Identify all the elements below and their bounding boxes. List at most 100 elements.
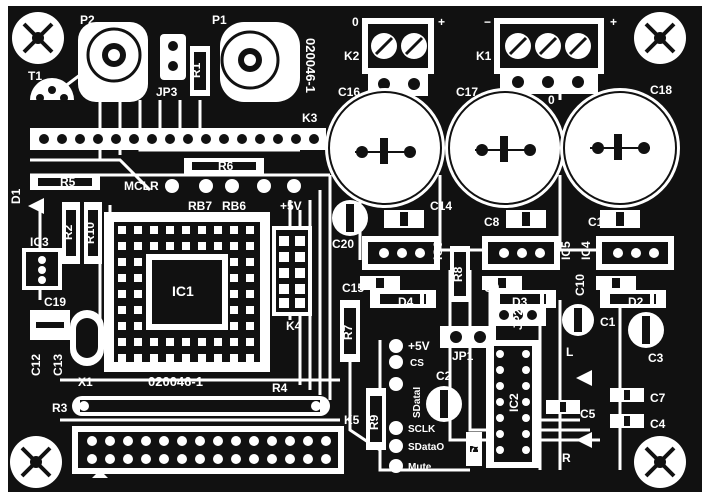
label-r7: R7 bbox=[341, 324, 355, 340]
ic1-pad bbox=[230, 306, 238, 314]
ic1-pad bbox=[166, 242, 174, 250]
label-c7: C7 bbox=[650, 391, 666, 405]
ic1-pad bbox=[246, 274, 254, 282]
ic1-pad bbox=[214, 354, 222, 362]
ic1-pad bbox=[198, 338, 206, 346]
ic5-regulator bbox=[482, 236, 560, 270]
label-c20: C20 bbox=[332, 237, 354, 251]
ic1-pad bbox=[118, 306, 126, 314]
label-mute: Mute bbox=[408, 462, 432, 473]
ic1-pad bbox=[214, 338, 222, 346]
ic1-pad bbox=[118, 338, 126, 346]
label-mclr: MCLR bbox=[124, 179, 159, 193]
ic1-pad bbox=[230, 258, 238, 266]
ic1-pad bbox=[118, 242, 126, 250]
label-channel-l: L bbox=[566, 345, 573, 359]
label-k4: K4 bbox=[286, 319, 302, 333]
label-r2: R2 bbox=[61, 224, 75, 240]
c1-capacitor bbox=[562, 304, 594, 336]
k1-terminal-block bbox=[494, 18, 604, 94]
ic1-pad bbox=[230, 226, 238, 234]
label-k2: K2 bbox=[344, 49, 360, 63]
label-c18: C18 bbox=[650, 83, 672, 97]
ic1-pad bbox=[150, 226, 158, 234]
ic1-pad bbox=[230, 354, 238, 362]
label-5v-top: +5V bbox=[280, 199, 302, 213]
label-c1: C1 bbox=[600, 315, 616, 329]
label-c5: C5 bbox=[580, 407, 596, 421]
ic1-pad bbox=[214, 226, 222, 234]
ic1-pad bbox=[150, 338, 158, 346]
ic1-pad bbox=[230, 338, 238, 346]
ic1-pad bbox=[182, 226, 190, 234]
c18-capacitor bbox=[560, 88, 680, 208]
label-c15: C15 bbox=[342, 281, 364, 295]
ic1-pad bbox=[246, 338, 254, 346]
label-c19: C19 bbox=[44, 295, 66, 309]
label-c2: C2 bbox=[436, 369, 452, 383]
x1-crystal bbox=[70, 310, 104, 366]
label-k5: K5 bbox=[344, 413, 360, 427]
label-jp2: JP2 bbox=[511, 308, 525, 330]
label-k2-minus: 0 bbox=[352, 15, 359, 29]
ic1-pad bbox=[182, 354, 190, 362]
ic1-pad bbox=[134, 274, 142, 282]
label-d4: D4 bbox=[398, 295, 414, 309]
ic1-pad bbox=[134, 226, 142, 234]
label-c4: C4 bbox=[650, 417, 666, 431]
label-r5: R5 bbox=[60, 175, 76, 189]
label-c11: C11 bbox=[588, 215, 610, 229]
label-channel-r: R bbox=[562, 451, 571, 465]
d4-diode bbox=[370, 290, 436, 308]
k2-terminal-block bbox=[362, 18, 434, 96]
label-ic5: IC5 bbox=[559, 241, 573, 260]
c17-capacitor bbox=[445, 88, 565, 208]
label-r10: R10 bbox=[83, 222, 97, 244]
label-r8: R8 bbox=[451, 266, 465, 282]
ic1-socket bbox=[104, 212, 270, 372]
label-r4: R4 bbox=[272, 381, 288, 395]
ic1-pad bbox=[166, 226, 174, 234]
ic1-pad bbox=[246, 242, 254, 250]
ic1-pad bbox=[246, 290, 254, 298]
ic3-regulator bbox=[22, 248, 62, 290]
ic1-pad bbox=[134, 338, 142, 346]
ic1-pad bbox=[134, 354, 142, 362]
label-r6: R6 bbox=[218, 159, 234, 173]
label-c14: C14 bbox=[430, 199, 452, 213]
k4-connector bbox=[272, 226, 312, 316]
ic1-pad bbox=[118, 226, 126, 234]
label-c8: C8 bbox=[484, 215, 500, 229]
label-r1: R1 bbox=[189, 62, 203, 78]
ic6-regulator bbox=[362, 236, 440, 270]
label-c17: C17 bbox=[456, 85, 478, 99]
label-r3: R3 bbox=[52, 401, 68, 415]
label-ic3: IC3 bbox=[30, 235, 49, 249]
ic2-chip bbox=[486, 340, 540, 468]
k5-connector bbox=[72, 426, 344, 478]
top-pads bbox=[165, 179, 301, 193]
c2-capacitor bbox=[426, 386, 462, 422]
label-5v-mid: +5V bbox=[408, 339, 430, 353]
label-k2-plus: + bbox=[438, 15, 445, 29]
p2-potentiometer bbox=[78, 22, 148, 102]
label-sdatao: SDataO bbox=[408, 442, 444, 453]
ic1-pad bbox=[246, 322, 254, 330]
ic1-pad bbox=[214, 242, 222, 250]
resistors bbox=[30, 158, 470, 450]
label-r9: R9 bbox=[367, 414, 381, 430]
label-jp1: JP1 bbox=[452, 349, 474, 363]
r1-resistor bbox=[190, 46, 210, 96]
label-x1: X1 bbox=[78, 375, 93, 389]
ic1-pad bbox=[246, 354, 254, 362]
label-rb6: RB6 bbox=[222, 199, 246, 213]
ic1-pad bbox=[198, 242, 206, 250]
ic1-pad bbox=[230, 322, 238, 330]
label-c17-zero: 0 bbox=[548, 93, 555, 107]
c11-capacitor bbox=[600, 210, 640, 228]
label-k1: K1 bbox=[476, 49, 492, 63]
ic1-pad bbox=[118, 322, 126, 330]
label-board-code-bottom: 020046-1 bbox=[148, 374, 203, 389]
label-c3: C3 bbox=[648, 351, 664, 365]
